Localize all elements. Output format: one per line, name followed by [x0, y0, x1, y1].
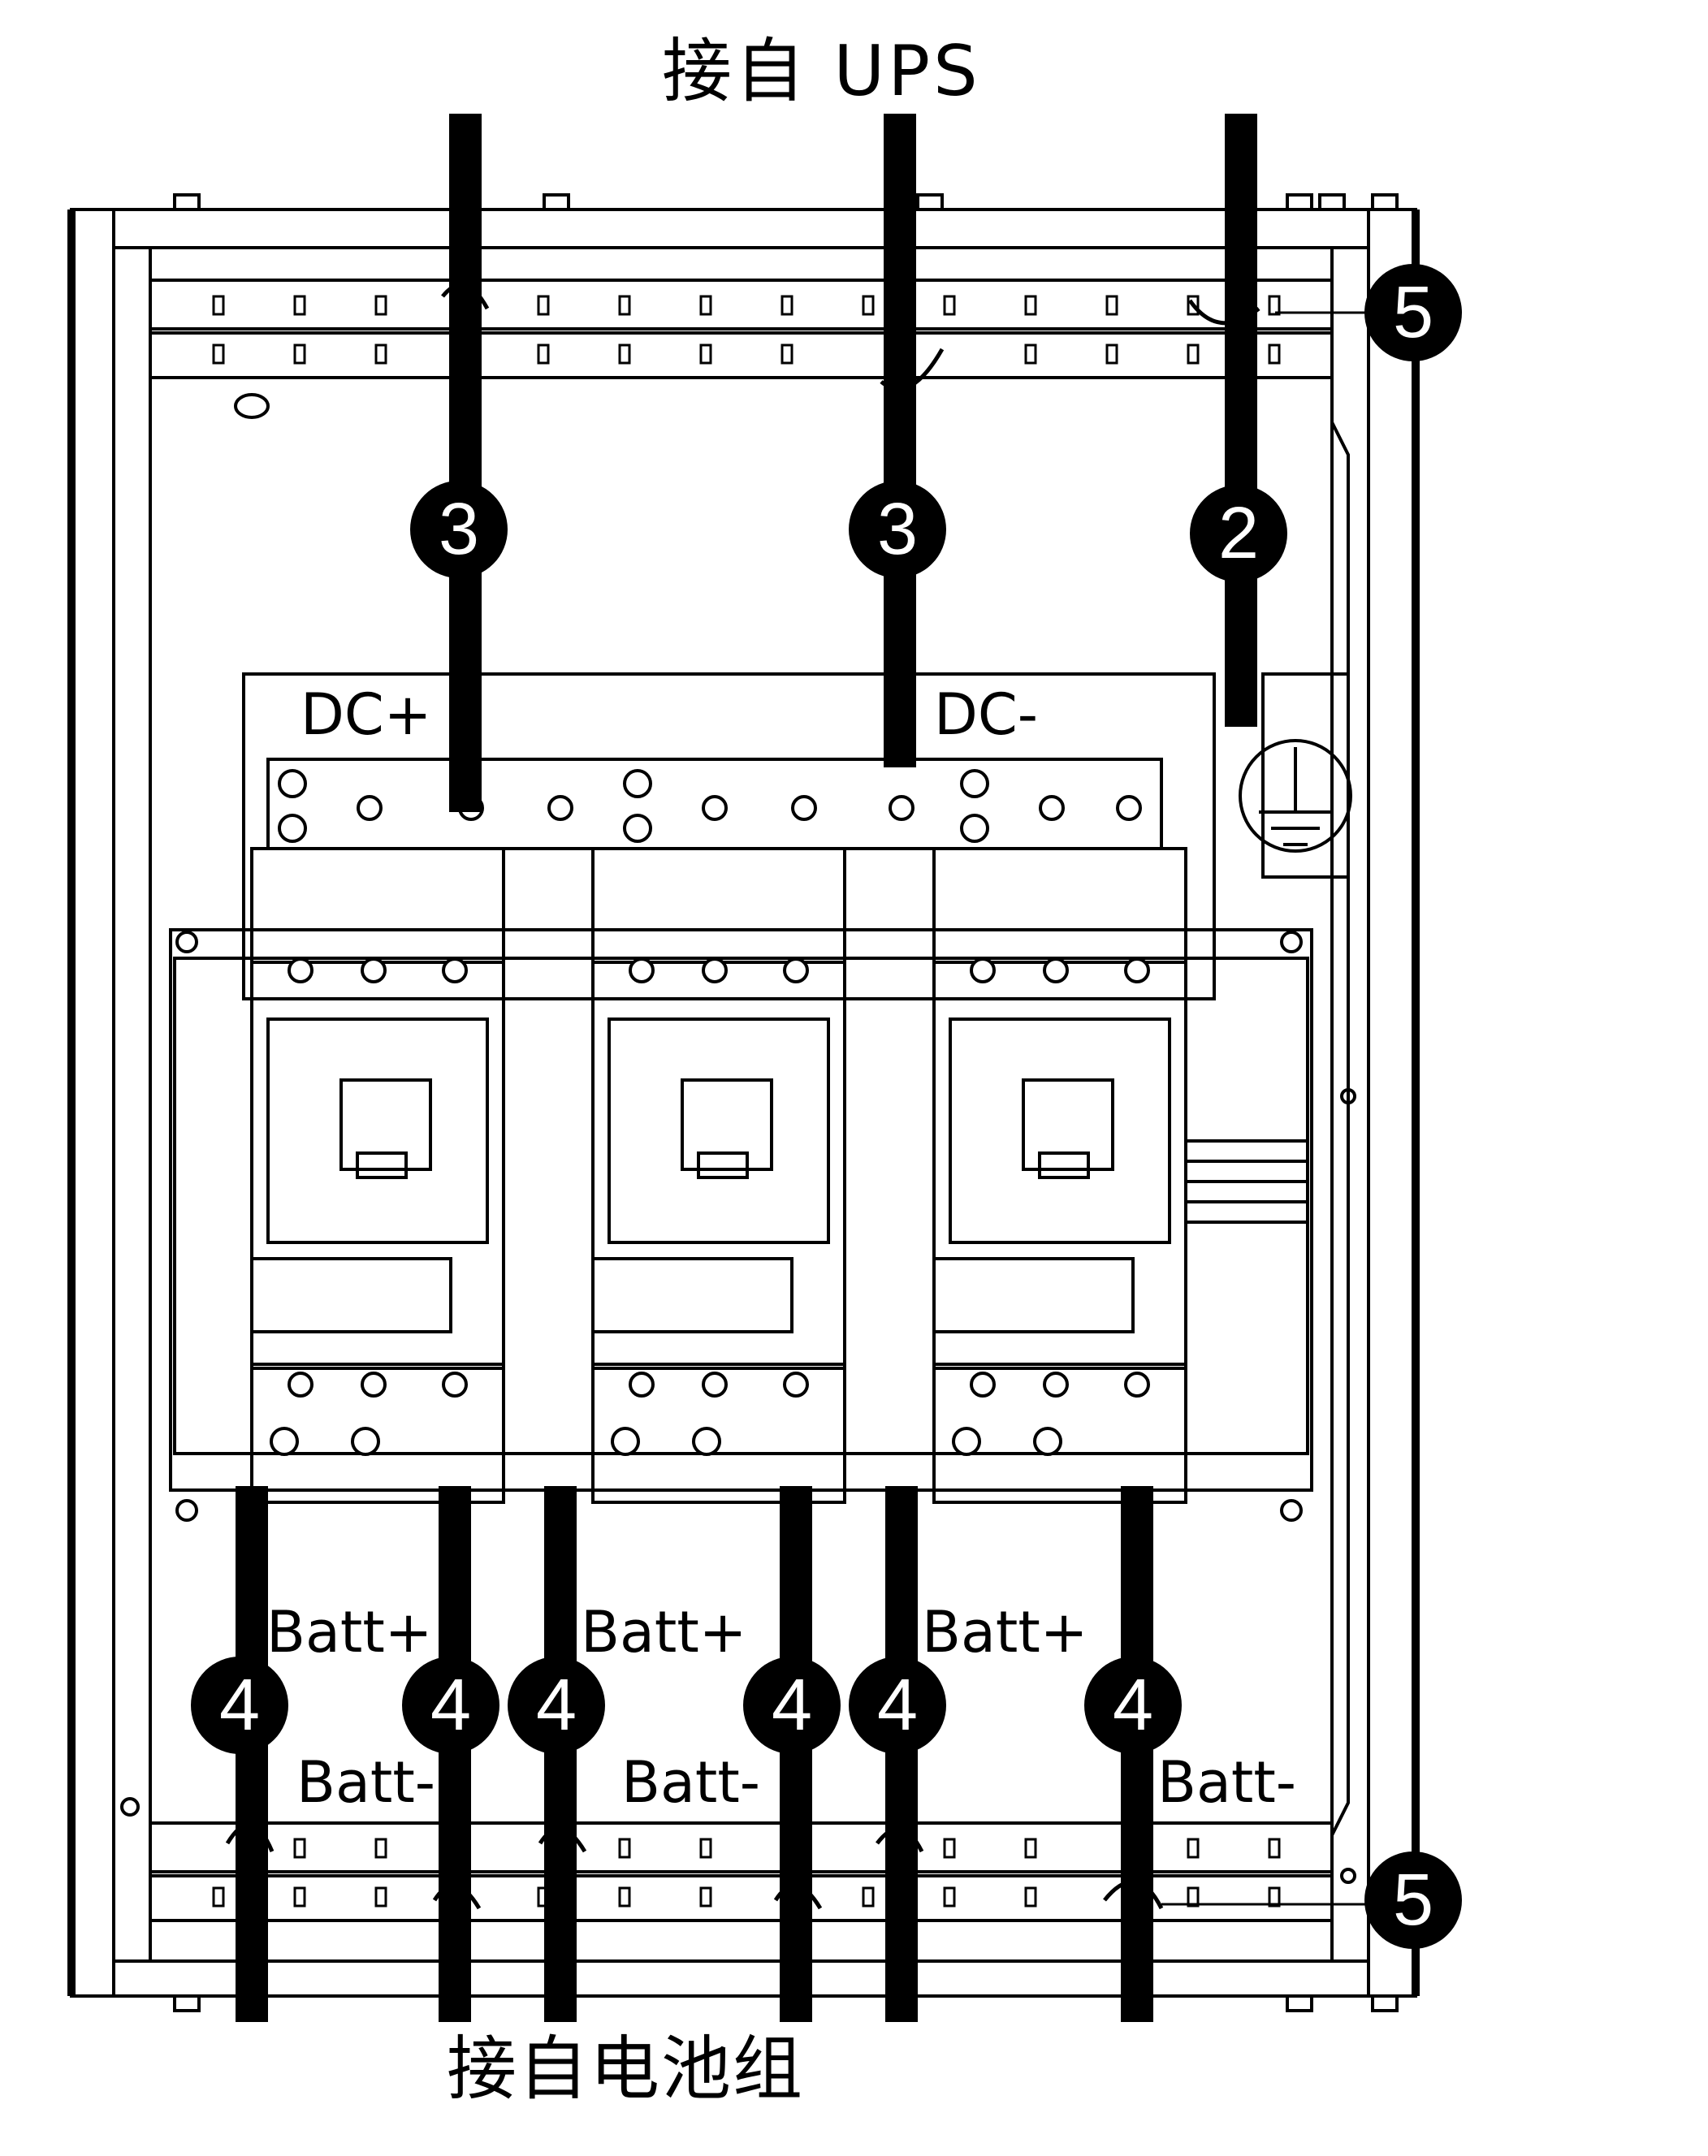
ground-cable	[1225, 114, 1257, 727]
bottom-cable-rail	[149, 1821, 1334, 1922]
batt-minus-label-1: Batt-	[296, 1749, 436, 1816]
breaker-1	[250, 847, 505, 1504]
callout-dc-cable-1: 3	[410, 481, 508, 578]
callout-dc-cable-2: 3	[849, 481, 946, 578]
callout-battery-cable-1: 4	[191, 1657, 288, 1754]
batt-plus-label-2: Batt+	[581, 1599, 747, 1666]
rail-slots	[212, 295, 1281, 1908]
batt-minus-cable-2	[780, 1486, 812, 2022]
batt-minus-cable-3	[1121, 1486, 1153, 2022]
callout-cable-tie-bottom: 5	[1364, 1851, 1462, 1949]
busbar-backplate	[242, 672, 1216, 1000]
batt-plus-label-1: Batt+	[266, 1599, 433, 1666]
breaker-3	[932, 847, 1187, 1504]
breaker-lugs	[175, 931, 1303, 1522]
callout-battery-cable-2: 4	[402, 1657, 499, 1754]
dc-plus-cable	[449, 114, 482, 812]
callout-battery-cable-6: 4	[1084, 1657, 1182, 1754]
top-mounting-tabs	[173, 193, 1399, 2012]
battery-source-label: 接自电池组	[447, 2029, 804, 2110]
cable-ties	[225, 283, 1260, 1910]
batt-plus-cable-2	[544, 1486, 577, 2022]
dc-plus-label: DC+	[301, 681, 432, 748]
batt-minus-cable-1	[439, 1486, 471, 2022]
breaker-mounting-plate	[169, 928, 1313, 1492]
batt-plus-cable-1	[236, 1486, 268, 2022]
ground-icon	[1239, 739, 1352, 853]
dc-minus-cable	[884, 114, 916, 767]
batt-plus-cable-3	[885, 1486, 918, 2022]
callout-cable-tie-top: 5	[1364, 264, 1462, 361]
batt-minus-label-3: Batt-	[1157, 1749, 1297, 1816]
breaker-2	[591, 847, 846, 1504]
batt-plus-label-3: Batt+	[922, 1599, 1088, 1666]
batt-minus-label-2: Batt-	[621, 1749, 761, 1816]
busbar-bolts	[278, 769, 1142, 843]
ups-source-label: 接自 UPS	[662, 31, 981, 112]
cables	[236, 114, 1257, 2022]
leader-lines	[1161, 311, 1373, 1906]
callout-ground-cable: 2	[1190, 485, 1287, 582]
callout-battery-cable-3: 4	[508, 1657, 605, 1754]
callout-battery-cable-4: 4	[743, 1657, 841, 1754]
callout-battery-cable-5: 4	[849, 1657, 946, 1754]
dc-minus-label: DC-	[934, 681, 1039, 748]
top-cable-rail	[149, 279, 1334, 379]
